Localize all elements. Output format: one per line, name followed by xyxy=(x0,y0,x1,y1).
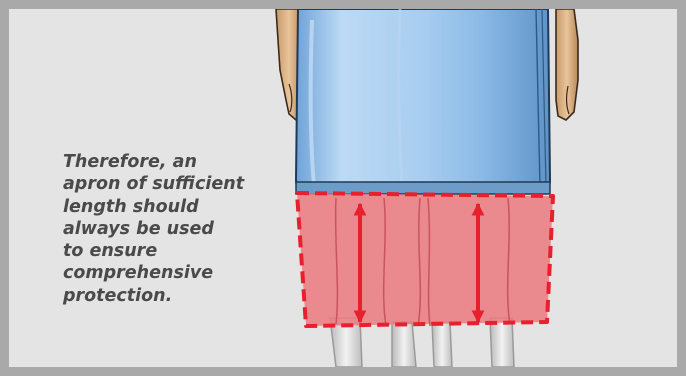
extension-zone xyxy=(297,193,553,326)
apron-illustration xyxy=(9,9,677,367)
arm-right xyxy=(556,9,578,120)
apron-body xyxy=(296,9,550,194)
